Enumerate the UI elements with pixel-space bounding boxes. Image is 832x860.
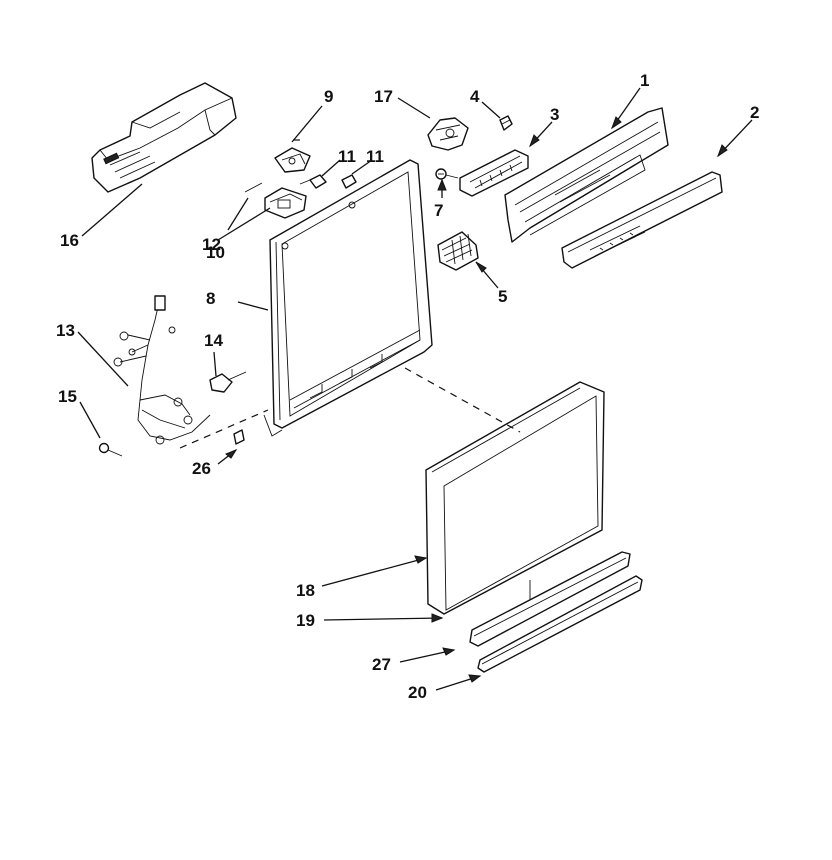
part-16-housing bbox=[91, 82, 237, 193]
part-13-wiring-harness bbox=[113, 295, 211, 445]
part-1-control-panel bbox=[504, 107, 669, 243]
part-20-kick-strip bbox=[477, 575, 643, 673]
part-26-clip bbox=[233, 429, 245, 445]
callout-11b: 11 bbox=[366, 147, 384, 166]
part-19-bottom-trim bbox=[469, 551, 631, 647]
callout-labels: 1 2 3 4 5 7 8 9 10 11 11 12 13 14 15 16 … bbox=[56, 71, 759, 702]
part-9-bracket bbox=[274, 147, 311, 173]
callout-7: 7 bbox=[434, 201, 443, 220]
callout-10: 10 bbox=[206, 243, 225, 262]
callout-20: 20 bbox=[408, 683, 427, 702]
part-7-screw bbox=[435, 168, 459, 180]
callout-17: 17 bbox=[374, 87, 393, 106]
callout-1: 1 bbox=[640, 71, 649, 90]
part-3-switch-block bbox=[459, 149, 529, 197]
part-11-clip-a bbox=[299, 174, 327, 189]
callout-27: 27 bbox=[372, 655, 391, 674]
part-11-clip-b bbox=[341, 174, 357, 189]
callout-11a: 11 bbox=[338, 147, 356, 166]
part-5-connector bbox=[437, 231, 479, 271]
part-17-latch bbox=[427, 117, 469, 151]
callout-12: 12 bbox=[202, 235, 221, 254]
callout-15: 15 bbox=[58, 387, 77, 406]
callout-8: 8 bbox=[206, 289, 215, 308]
callout-18: 18 bbox=[296, 581, 315, 600]
part-18-outer-panel bbox=[425, 381, 605, 615]
callout-14: 14 bbox=[204, 331, 223, 350]
part-2-trim-strip bbox=[561, 171, 723, 269]
callout-9: 9 bbox=[324, 87, 333, 106]
callout-2: 2 bbox=[750, 103, 759, 122]
part-14-sensor bbox=[209, 371, 247, 393]
part-15-screw bbox=[98, 442, 123, 457]
part-8-door-frame bbox=[263, 159, 433, 437]
callout-13: 13 bbox=[56, 321, 75, 340]
callout-26: 26 bbox=[192, 459, 211, 478]
callout-5: 5 bbox=[498, 287, 507, 306]
callout-19: 19 bbox=[296, 611, 315, 630]
leader-lines bbox=[77, 87, 753, 691]
callout-3: 3 bbox=[550, 105, 559, 124]
assembly-line-door bbox=[404, 367, 521, 433]
part-4-knob bbox=[499, 115, 513, 131]
part-12-pin bbox=[244, 182, 263, 193]
assembly-line-harness bbox=[179, 409, 269, 449]
part-10-latch-housing bbox=[264, 187, 307, 219]
callout-4: 4 bbox=[470, 87, 480, 106]
callout-16: 16 bbox=[60, 231, 79, 250]
